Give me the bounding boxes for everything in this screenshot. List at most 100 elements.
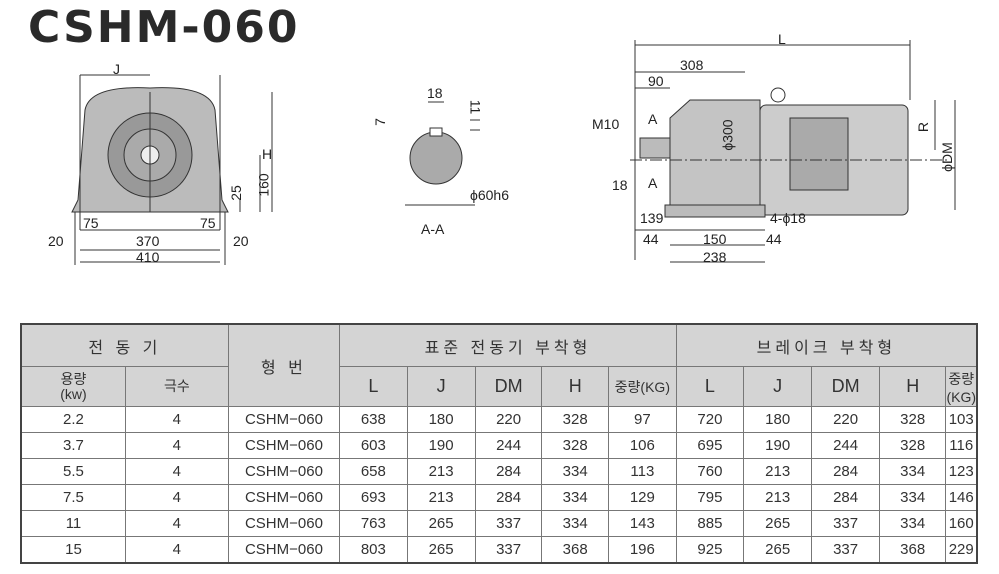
table-cell: 284	[811, 458, 880, 485]
table-cell: 284	[811, 484, 880, 511]
section-view-drawing	[405, 101, 480, 206]
dim-L: L	[778, 31, 786, 47]
section-label: A-A	[421, 221, 445, 237]
table-cell: 7.5	[20, 484, 126, 511]
header-brake: 브레이크 부착형	[675, 323, 978, 367]
dim-308: 308	[680, 57, 704, 73]
table-cell: 146	[945, 484, 978, 511]
table-cell: 116	[945, 432, 978, 459]
table-cell: CSHM−060	[227, 432, 341, 459]
table-cell: 763	[339, 510, 408, 537]
dim-75-left: 75	[83, 215, 99, 231]
table-cell: 328	[878, 406, 947, 433]
dim-J: J	[113, 61, 120, 77]
table-cell: 213	[743, 458, 813, 485]
dim-H: H	[262, 146, 273, 162]
header-standard: 표준 전동기 부착형	[339, 323, 677, 367]
table-cell: 129	[607, 484, 677, 511]
capacity-label: 용량	[60, 370, 87, 387]
table-cell: 337	[811, 536, 880, 564]
dim-25: 25	[227, 185, 244, 201]
table-cell: 103	[945, 406, 978, 433]
table-cell: 229	[945, 536, 978, 564]
table-cell: 803	[339, 536, 408, 564]
dim-phiDM: ϕDM	[938, 142, 955, 172]
header-model: 형 번	[227, 323, 341, 407]
table-cell: CSHM−060	[227, 510, 341, 537]
dim-44-right: 44	[766, 231, 782, 247]
table-cell: 795	[675, 484, 745, 511]
dim-238: 238	[703, 249, 727, 265]
table-cell: 368	[878, 536, 947, 564]
table-cell: 123	[945, 458, 978, 485]
table-cell: 196	[607, 536, 677, 564]
header-motor: 전 동 기	[20, 323, 229, 367]
table-cell: 4	[124, 406, 229, 433]
table-cell: 337	[474, 510, 543, 537]
table-cell: 334	[878, 510, 947, 537]
header-brk-J: J	[743, 366, 813, 407]
table-cell: 4	[124, 458, 229, 485]
table-cell: 284	[474, 458, 543, 485]
table-cell: 4	[124, 536, 229, 564]
table-cell: 244	[811, 432, 880, 459]
table-cell: CSHM−060	[227, 484, 341, 511]
table-cell: 265	[406, 510, 476, 537]
capacity-unit: (kw)	[60, 385, 87, 402]
table-cell: 213	[406, 484, 476, 511]
model-title: CSHM-060	[28, 2, 300, 53]
table-cell: 334	[541, 510, 609, 537]
table-cell: 143	[607, 510, 677, 537]
table-cell: 11	[20, 510, 126, 537]
header-brk-H: H	[878, 366, 947, 407]
table-cell: 220	[474, 406, 543, 433]
table-cell: CSHM−060	[227, 458, 341, 485]
dim-75-right: 75	[200, 215, 216, 231]
header-poles: 극수	[124, 366, 229, 407]
table-cell: 4	[124, 484, 229, 511]
table-cell: 213	[406, 458, 476, 485]
table-cell: 4	[124, 432, 229, 459]
table-cell: 106	[607, 432, 677, 459]
dim-key-width: 18	[427, 85, 443, 101]
table-cell: 265	[406, 536, 476, 564]
table-cell: CSHM−060	[227, 406, 341, 433]
dim-18: 18	[612, 177, 628, 193]
table-cell: 334	[541, 458, 609, 485]
table-cell: 328	[878, 432, 947, 459]
dim-key-7: 7	[371, 118, 388, 126]
table-cell: 334	[541, 484, 609, 511]
front-view-drawing	[71, 74, 273, 265]
table-cell: 760	[675, 458, 745, 485]
table-cell: 720	[675, 406, 745, 433]
table-cell: 97	[607, 406, 677, 433]
table-cell: 265	[743, 510, 813, 537]
dim-shaft-dia: ϕ60h6	[470, 187, 509, 203]
table-cell: 5.5	[20, 458, 126, 485]
table-cell: 925	[675, 536, 745, 564]
side-view-drawing	[630, 40, 956, 263]
table-cell: 180	[406, 406, 476, 433]
header-std-L: L	[339, 366, 408, 407]
table-cell: 160	[945, 510, 978, 537]
table-cell: 337	[474, 536, 543, 564]
dim-150: 150	[703, 231, 727, 247]
table-cell: 334	[878, 484, 947, 511]
technical-drawings	[71, 40, 956, 265]
table-cell: 337	[811, 510, 880, 537]
dim-410: 410	[136, 249, 160, 265]
header-brk-DM: DM	[811, 366, 880, 407]
table-cell: 220	[811, 406, 880, 433]
dim-20-right: 20	[233, 233, 249, 249]
dim-M10: M10	[592, 116, 620, 132]
header-brk-L: L	[675, 366, 745, 407]
table-cell: CSHM−060	[227, 536, 341, 564]
table-cell: 284	[474, 484, 543, 511]
table-cell: 244	[474, 432, 543, 459]
table-cell: 213	[743, 484, 813, 511]
